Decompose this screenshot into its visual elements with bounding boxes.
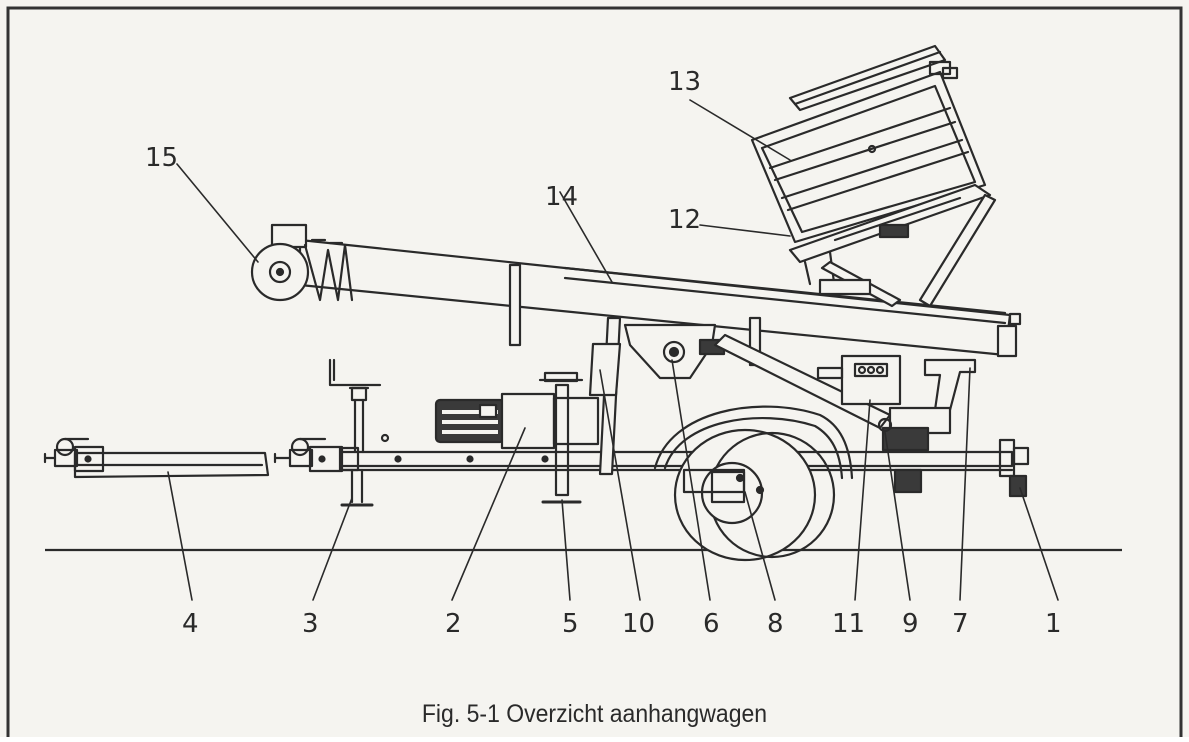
callout-6: 6: [703, 609, 720, 639]
callout-7: 7: [952, 609, 969, 639]
callout-12: 12: [668, 205, 701, 235]
callout-1: 1: [1045, 609, 1062, 639]
figure-caption: Fig. 5-1 Overzicht aanhangwagen: [421, 700, 768, 728]
figure-frame: [6, 6, 1183, 742]
rear-end-light: [998, 438, 1030, 498]
main-wheel: [673, 428, 836, 562]
leader-lines: [167, 99, 1059, 601]
boom-head-coils: [270, 223, 354, 302]
callout-4: 4: [182, 609, 199, 639]
upright-bracket: [588, 316, 622, 476]
operator-seat: [328, 358, 382, 454]
battery-block: [877, 417, 930, 494]
callout-10: 10: [622, 609, 655, 639]
callout-8: 8: [767, 609, 784, 639]
callout-13: 13: [668, 67, 701, 97]
wheel-fender: [653, 405, 854, 480]
callout-14: 14: [545, 182, 578, 212]
trailer-hitch: [273, 437, 344, 473]
callout-9: 9: [902, 609, 919, 639]
work-platform: [750, 44, 997, 308]
callout-11: 11: [832, 609, 865, 639]
control-box: [816, 354, 902, 406]
front-support-leg: [340, 468, 374, 507]
callout-15: 15: [145, 143, 178, 173]
drawbar-detached: [43, 437, 270, 479]
boom-top-wheel: [250, 242, 310, 302]
pivot-bracket: [623, 323, 726, 380]
callout-3: 3: [302, 609, 319, 639]
callout-5: 5: [562, 609, 579, 639]
callout-2: 2: [445, 609, 462, 639]
rear-bracket: [888, 358, 977, 435]
motor-unit: [434, 392, 600, 450]
